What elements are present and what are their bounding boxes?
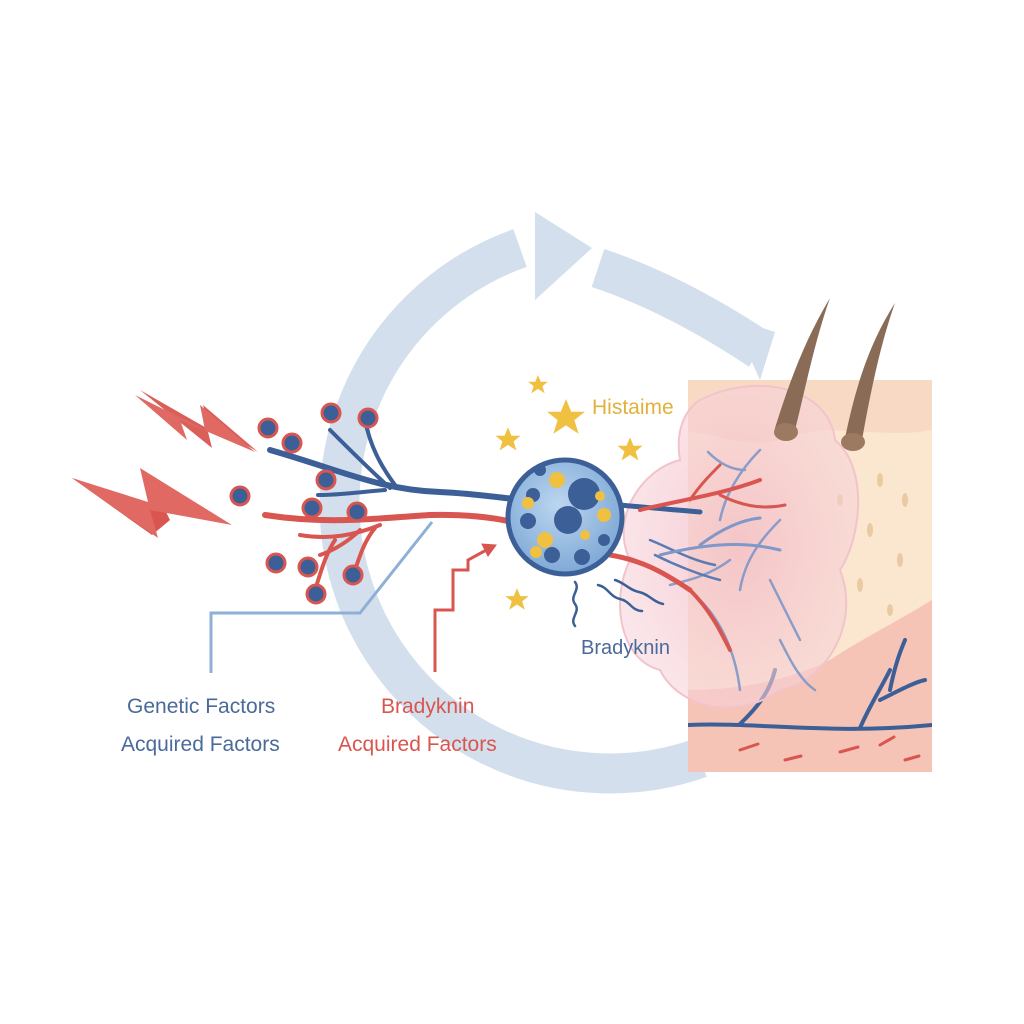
bradykinin-cell-label: Bradyknin <box>581 637 670 659</box>
pointer-lines <box>209 521 497 673</box>
acquired-factors-left-label: Acquired Factors <box>121 733 280 756</box>
skin-vessel-branches <box>638 463 787 557</box>
cycle-arrow-head-1 <box>535 212 592 300</box>
cycle-arrow <box>319 212 775 794</box>
bradykinin-squiggles <box>572 578 665 628</box>
hair-follicles <box>774 298 895 451</box>
star-icon <box>495 375 643 610</box>
blue-vessel-branches <box>267 418 703 515</box>
nerve-ending-nodes <box>229 402 379 605</box>
histamine-label: Histaime <box>592 396 674 419</box>
mast-cell <box>505 457 625 577</box>
acquired-factors-right-label: Acquired Factors <box>338 733 497 756</box>
bradykinin-left-label: Bradyknin <box>381 695 475 718</box>
cycle-arrow-head-2 <box>732 318 775 380</box>
lightning-bolt-icon-2 <box>72 395 255 538</box>
swelling-area <box>619 385 860 709</box>
genetic-factors-label: Genetic Factors <box>127 695 276 718</box>
